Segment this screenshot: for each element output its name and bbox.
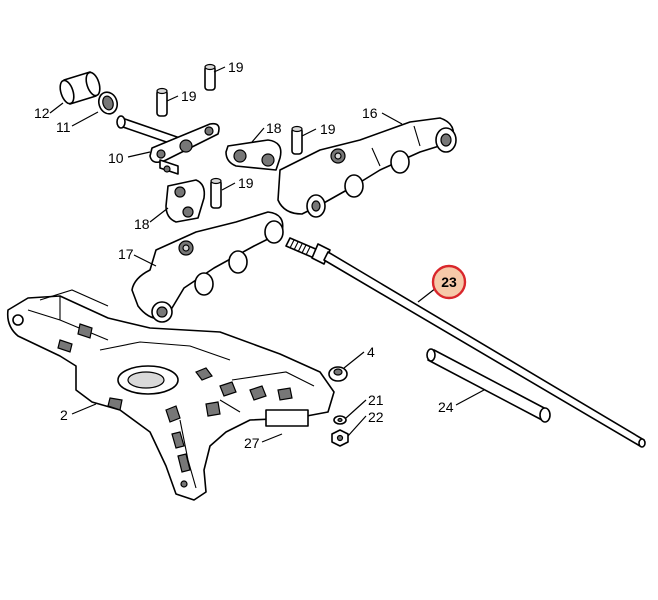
- part-11-seal-ring: [97, 91, 119, 115]
- callout-19-a: 19: [228, 59, 244, 75]
- callout-label-4: 4: [367, 344, 375, 360]
- callout-label-12: 12: [34, 105, 50, 121]
- callout-label-2: 2: [60, 407, 68, 423]
- callout-label-22: 22: [368, 409, 384, 425]
- leader-lines: [49, 66, 485, 443]
- callout-19-c: 19: [320, 121, 336, 137]
- callout-24: 24: [438, 399, 454, 415]
- callout-label-19-b: 19: [181, 88, 197, 104]
- part-19-pin-a: [204, 63, 216, 91]
- part-17-lower-arm: [131, 211, 284, 323]
- part-18-link-block-b: [165, 179, 206, 223]
- callout-17: 17: [118, 246, 134, 262]
- part-21-washer: [333, 415, 347, 425]
- callout-label-19-a: 19: [228, 59, 244, 75]
- callout-label-11: 11: [56, 119, 71, 135]
- part-23-threaded-shaft: [285, 237, 646, 448]
- callout-22: 22: [368, 409, 384, 425]
- callout-12: 12: [34, 105, 50, 121]
- part-19-pin-b: [156, 87, 168, 117]
- part-19-pin-d: [210, 177, 222, 209]
- part-24-tube: [426, 348, 551, 423]
- callout-label-23[interactable]: 23: [441, 274, 457, 290]
- callout-label-16: 16: [362, 105, 378, 121]
- callout-16: 16: [362, 105, 378, 121]
- callout-21: 21: [368, 392, 384, 408]
- callout-27: 27: [244, 435, 260, 451]
- highlight-ring[interactable]: [431, 264, 467, 300]
- callout-label-19-d: 19: [238, 175, 254, 191]
- part-18-link-block-a: [225, 139, 282, 171]
- callout-19-b: 19: [181, 88, 197, 104]
- callout-10: 10: [108, 150, 124, 166]
- callout-label-27: 27: [244, 435, 260, 451]
- callout-11: 11: [56, 119, 71, 135]
- callout-18-a: 18: [266, 120, 282, 136]
- part-22-nut: [331, 429, 349, 447]
- callout-label-21: 21: [368, 392, 384, 408]
- callout-23-highlight[interactable]: 23: [431, 264, 467, 300]
- callout-19-d: 19: [238, 175, 254, 191]
- callout-2: 2: [60, 407, 68, 423]
- callout-4: 4: [367, 344, 375, 360]
- callout-label-18-b: 18: [134, 216, 150, 232]
- part-4-grommet: [328, 366, 348, 382]
- callout-label-18-a: 18: [266, 120, 282, 136]
- callout-label-10: 10: [108, 150, 124, 166]
- callout-label-17: 17: [118, 246, 134, 262]
- callout-label-24: 24: [438, 399, 454, 415]
- callout-18-b: 18: [134, 216, 150, 232]
- part-10-shaft-link: [116, 115, 220, 175]
- part-27-label-plate: [265, 409, 309, 427]
- part-2-gear-housing: [6, 289, 335, 501]
- callout-label-19-c: 19: [320, 121, 336, 137]
- part-12-bushing: [59, 71, 101, 105]
- part-16-upper-arm: [277, 117, 457, 218]
- part-19-pin-c: [291, 125, 303, 155]
